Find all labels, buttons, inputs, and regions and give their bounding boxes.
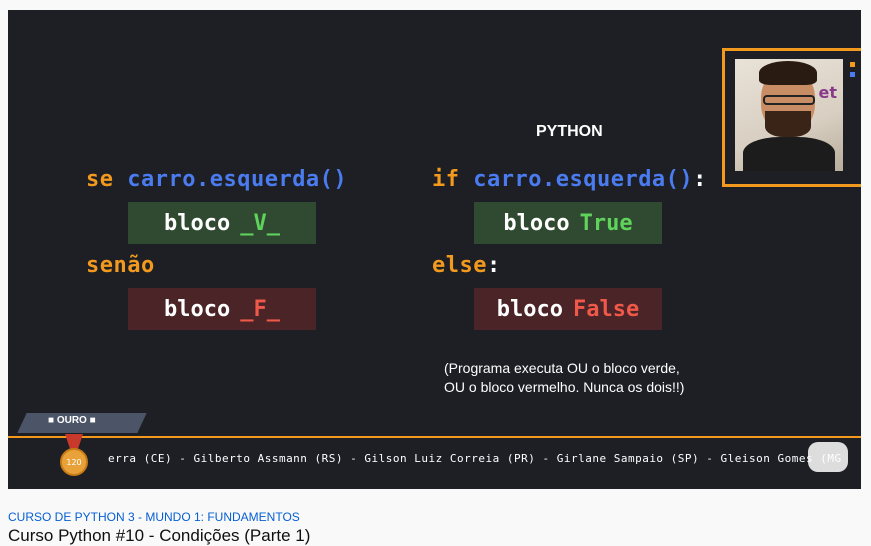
py-true-block-word: bloco — [503, 210, 570, 236]
presenter-beard — [765, 111, 811, 137]
py-true-block: bloco True — [474, 202, 662, 244]
py-else-line: else: — [432, 253, 501, 278]
video-player[interactable]: se carro.esquerda() bloco _V_ senão bloc… — [8, 10, 861, 489]
py-if-keyword: if — [432, 167, 460, 192]
playlist-link[interactable]: CURSO DE PYTHON 3 - MUNDO 1: FUNDAMENTOS — [8, 510, 300, 524]
python-heading: PYTHON — [536, 123, 603, 140]
py-else-keyword: else — [432, 253, 487, 278]
presenter-glasses — [763, 95, 815, 105]
channel-watermark[interactable] — [808, 442, 848, 472]
pt-true-block-name: _V_ — [240, 210, 280, 236]
pt-if-keyword: se — [86, 167, 114, 192]
overlay-divider — [8, 436, 861, 438]
pt-condition: carro.esquerda() — [127, 167, 348, 192]
py-if-colon: : — [693, 167, 707, 192]
py-false-block-name: False — [573, 296, 640, 322]
pt-if-line: se carro.esquerda() — [86, 167, 347, 192]
pt-true-block: bloco _V_ — [128, 202, 316, 244]
explanation-note: (Programa executa OU o bloco verde, OU o… — [444, 359, 744, 397]
webcam-frame: et — [722, 48, 861, 187]
py-false-block-word: bloco — [496, 296, 563, 322]
py-if-line: if carro.esquerda(): — [432, 167, 707, 192]
py-condition: carro.esquerda() — [473, 167, 694, 192]
presenter-hair — [759, 61, 817, 85]
note-line-2: OU o bloco vermelho. Nunca os dois!!) — [444, 379, 685, 395]
deco-square — [850, 72, 855, 77]
rank-label: ■ OURO ■ — [48, 415, 96, 426]
py-true-block-name: True — [579, 210, 633, 236]
video-title: Curso Python #10 - Condições (Parte 1) — [8, 526, 311, 545]
pt-true-block-word: bloco — [164, 210, 231, 236]
webcam-logo: et — [818, 83, 838, 102]
medal-ribbon-icon — [65, 434, 83, 450]
py-false-block: bloco False — [474, 288, 662, 330]
note-line-1: (Programa executa OU o bloco verde, — [444, 360, 680, 376]
presenter-webcam: et — [735, 59, 843, 171]
deco-square — [850, 62, 855, 67]
supporters-ticker: erra (CE) - Gilberto Assmann (RS) - Gils… — [108, 452, 842, 465]
medal-icon: 120 — [60, 448, 88, 476]
pt-false-block-word: bloco — [164, 296, 231, 322]
pt-false-block-name: _F_ — [240, 296, 280, 322]
pt-false-block: bloco _F_ — [128, 288, 316, 330]
presenter-shirt — [743, 137, 835, 171]
pt-else-keyword: senão — [86, 253, 155, 278]
py-else-colon: : — [486, 253, 501, 278]
